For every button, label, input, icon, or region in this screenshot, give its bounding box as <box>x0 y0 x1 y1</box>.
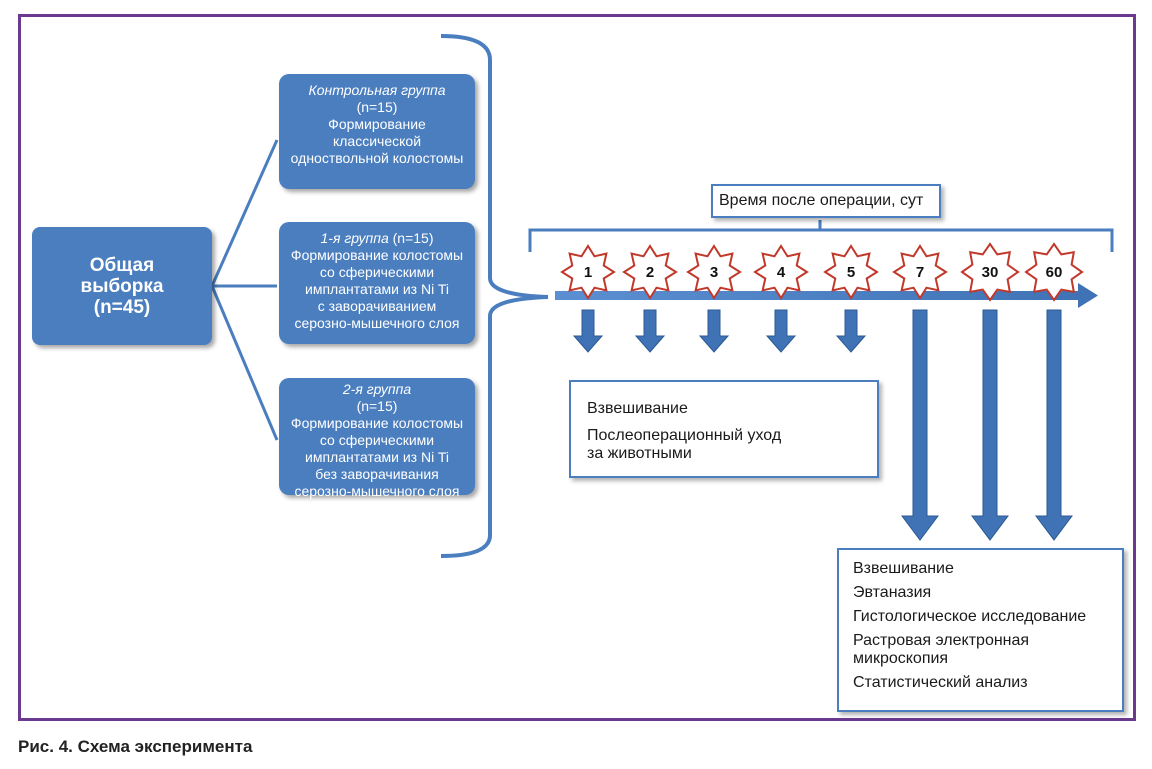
down-arrow-day-3 <box>698 309 730 353</box>
day-star-1 <box>560 244 616 300</box>
down-arrow-day-30 <box>971 309 1009 541</box>
late-action: Статистический анализ <box>853 674 1028 691</box>
late-action: Взвешивание <box>853 560 954 577</box>
group-n: (n=15) <box>356 99 398 115</box>
group-desc: имплантатами из Ni Ti <box>305 281 449 297</box>
down-arrow-day-60 <box>1035 309 1073 541</box>
group-desc: классической <box>332 133 422 149</box>
group-desc: Формирование колостомы <box>290 247 464 263</box>
timeline-arrow-shaft <box>555 291 1080 300</box>
total-sample-box: Общая выборка (n=45) <box>32 227 212 345</box>
control-group-box: Контрольная группа (n=15) Формирование к… <box>279 74 475 189</box>
group-desc: со сферическими <box>319 432 435 448</box>
group-desc: имплантатами из Ni Ti <box>305 449 449 465</box>
timeline-arrow-head <box>1078 283 1098 308</box>
total-sample-line3: (n=45) <box>93 296 151 318</box>
connector-control <box>210 139 279 287</box>
group-n: (n=15) <box>388 230 434 246</box>
day-label-4: 4 <box>777 264 786 281</box>
down-arrow-day-4 <box>765 309 797 353</box>
timeline-title-box: Время после операции, сут <box>711 184 941 218</box>
group-name: 2-я группа <box>342 381 412 397</box>
group-name: Контрольная группа <box>308 82 446 98</box>
late-action: микроскопия <box>853 650 949 667</box>
group-2-box: 2-я группа (n=15) Формирование колостомы… <box>279 378 475 499</box>
day-label-3: 3 <box>710 264 718 281</box>
connector-group2 <box>210 285 279 441</box>
day-star-3 <box>686 244 742 300</box>
down-arrow-day-2 <box>634 309 666 353</box>
group-name: 1-я группа <box>320 230 389 246</box>
day-label-1: 1 <box>584 264 592 281</box>
group-desc: с заворачиванием <box>317 298 437 314</box>
day-label-2: 2 <box>646 264 654 281</box>
day-star-4 <box>753 244 809 300</box>
group-n: (n=15) <box>356 398 398 414</box>
group-1-box: 1-я группа (n=15) Формирование колостомы… <box>279 222 475 344</box>
group-desc: со сферическими <box>319 264 435 280</box>
group-desc: Формирование <box>328 116 426 132</box>
late-action: Эвтаназия <box>853 584 932 601</box>
timeline-title: Время после операции, сут <box>719 192 924 209</box>
early-action: Взвешивание <box>587 400 688 417</box>
day-label-5: 5 <box>847 264 855 281</box>
day-star-2 <box>622 244 678 300</box>
day-label-7: 7 <box>916 264 924 281</box>
figure-caption: Рис. 4. Схема эксперимента <box>18 737 253 756</box>
early-action: за животными <box>587 445 692 462</box>
late-action: Растровая электронная <box>853 632 1030 649</box>
down-arrow-day-7 <box>901 309 939 541</box>
day-label-30: 30 <box>982 264 999 281</box>
down-arrow-day-1 <box>572 309 604 353</box>
total-sample-line1: Общая <box>89 254 155 276</box>
day-star-7 <box>892 244 948 300</box>
group-desc: без заворачивания <box>315 466 439 482</box>
day-star-5 <box>823 244 879 300</box>
day-star-30 <box>960 242 1020 302</box>
day-label-60: 60 <box>1046 264 1063 281</box>
group-desc: Формирование колостомы <box>290 415 464 431</box>
early-actions-box: Взвешивание Послеоперационный уход за жи… <box>569 380 879 478</box>
group-desc: серозно-мышечного слоя <box>294 483 460 499</box>
down-arrow-day-5 <box>835 309 867 353</box>
groups-bracket <box>440 34 549 558</box>
group-desc: одноствольной колостомы <box>290 150 464 166</box>
late-action: Гистологическое исследование <box>853 608 1087 625</box>
timeline-bracket <box>528 228 1114 252</box>
late-actions-box: Взвешивание Эвтаназия Гистологическое ис… <box>837 548 1124 712</box>
total-sample-line2: выборка <box>80 275 164 297</box>
day-star-60 <box>1024 242 1084 302</box>
early-action: Послеоперационный уход <box>587 427 782 444</box>
group-desc: серозно-мышечного слоя <box>294 315 460 331</box>
